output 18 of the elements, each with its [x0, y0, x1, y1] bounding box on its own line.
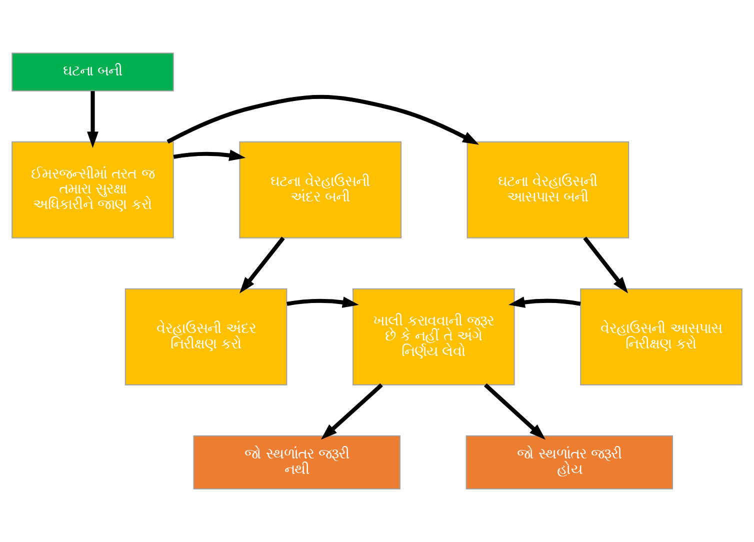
arrow — [87, 91, 98, 148]
arrow — [240, 236, 285, 294]
node-box: જો સ્થળાંતર જરૂરી નથી — [193, 435, 400, 490]
node-box: વેરહાઉસની અંદર નિરીક્ષણ કરો — [124, 288, 288, 386]
node-box: ઈમરજન્સીમાં તરત જ તમારા સુરક્ષા અધિકારીને જાણ કરો — [12, 141, 174, 238]
arrow — [286, 296, 359, 308]
node-box: જો સ્થળાંતર જરૂરી હોય — [466, 435, 673, 490]
arrow — [583, 236, 628, 294]
node-box: ઘટના વેરહાઉસની અંદર બની — [239, 141, 402, 238]
arrow — [320, 383, 383, 440]
node-box: ઘટના બની — [12, 52, 174, 92]
arrow — [484, 383, 546, 440]
arrow — [166, 94, 480, 145]
node-box: વેરહાઉસની આસપાસ નિરીક્ષણ કરો — [580, 288, 742, 386]
node-box: ખાલી કરાવવાની જરૂર છે કે નહીં તે અંગે નિર્ણય લેવો — [352, 288, 515, 386]
arrow — [508, 296, 581, 308]
arrow — [173, 150, 246, 161]
node-box: ઘટના વેરહાઉસની આસપાસ બની — [466, 141, 630, 238]
